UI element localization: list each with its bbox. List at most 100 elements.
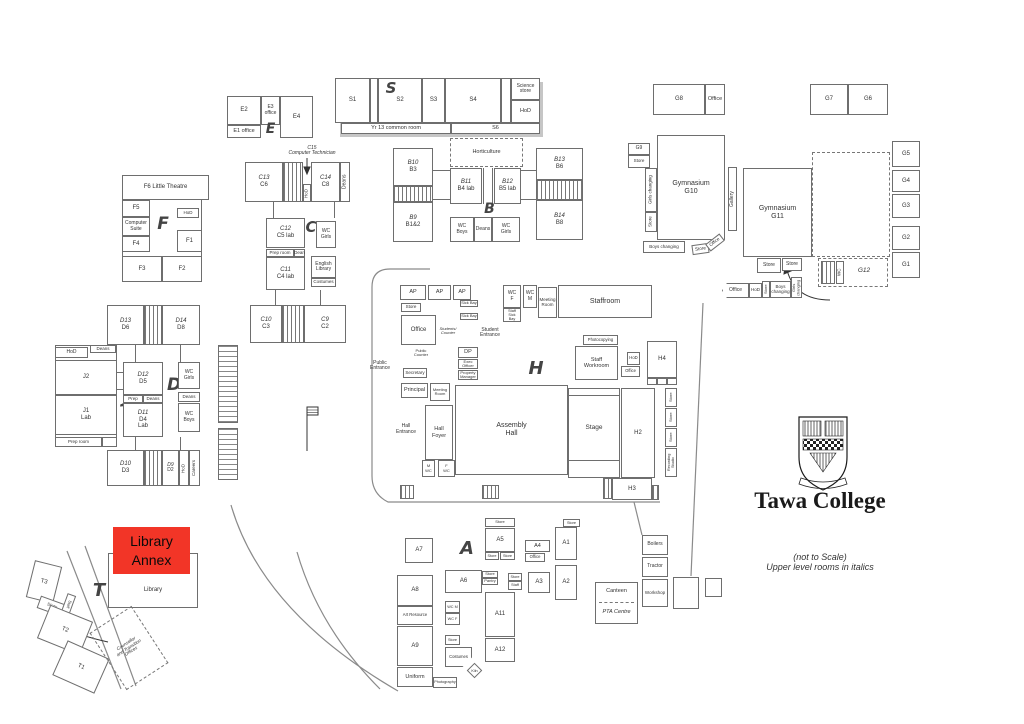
room-e2: E2 xyxy=(227,96,261,125)
library-annex-highlight[interactable]: Library Annex xyxy=(113,527,190,574)
canteen-pta-divider xyxy=(599,602,634,603)
room-c-deans: Deans xyxy=(340,162,350,202)
room-g9-store: Store xyxy=(628,155,650,168)
room-boys-changing-1: Boys changing xyxy=(643,241,685,253)
room-principal: Principal xyxy=(401,383,428,398)
label-hall-entrance: Hall Entrance xyxy=(395,423,416,435)
room-workshop: Workshop xyxy=(642,579,668,607)
c15-arrow xyxy=(303,158,311,176)
room-g8: G8 xyxy=(653,84,705,115)
d-stairs-top xyxy=(144,305,162,345)
walk-hatch-3 xyxy=(603,478,612,499)
room-b-wc-boys: WC Boys xyxy=(450,217,474,242)
room-g4: G4 xyxy=(892,170,920,192)
room-b-wc-girls: WC Girls xyxy=(492,217,520,242)
room-english-library: English Library xyxy=(311,256,336,278)
page-title: Tawa College xyxy=(754,488,886,513)
room-s4: S4 xyxy=(445,78,501,123)
room-a12: A12 xyxy=(485,638,515,662)
room-secretary: Secretary xyxy=(403,368,427,378)
room-j2: J2 xyxy=(55,360,117,395)
block-letter-s: S xyxy=(385,78,397,97)
b-connh-1 xyxy=(433,170,450,200)
room-assembly-hall: Assembly Hall xyxy=(455,385,568,475)
room-f3: F3 xyxy=(122,256,162,282)
room-ap-2: AP xyxy=(428,285,451,300)
room-boys-changing-2: Boys changing xyxy=(770,281,791,298)
g12-stairs xyxy=(821,261,835,284)
room-g7: G7 xyxy=(810,84,848,115)
room-h4: H4 xyxy=(647,341,677,378)
room-girls-changing-2: Girls changing xyxy=(791,277,802,298)
map-legend: Tawa College (not to Scale) Upper level … xyxy=(740,488,900,572)
room-s2: S2 xyxy=(378,78,422,123)
block-letter-e: E xyxy=(265,120,276,137)
room-gymnasium-g10: Gymnasium G10 xyxy=(657,135,725,240)
room-f4: F4 xyxy=(122,236,150,252)
room-g2: G2 xyxy=(892,226,920,250)
road-lines xyxy=(66,268,704,692)
room-a9: A9 xyxy=(397,626,433,666)
school-crest-icon xyxy=(798,416,848,491)
room-a1: A1 xyxy=(555,527,577,560)
room-h3: H3 xyxy=(612,478,652,500)
h4-small-3 xyxy=(667,378,677,385)
room-sick-bay-1: Sick Bay xyxy=(460,300,478,307)
room-property-manager: Property Manager xyxy=(458,370,478,380)
walk-hatch-4 xyxy=(652,485,659,500)
room-a-store: Store xyxy=(445,635,460,645)
room-j-hod: HoD xyxy=(55,347,88,358)
b-conn-mid xyxy=(483,168,493,204)
room-yr13-common: Yr 13 common room xyxy=(341,123,451,134)
room-s3: S3 xyxy=(422,78,445,123)
room-science-store: Science store xyxy=(511,78,540,100)
room-stage: Stage xyxy=(568,395,620,461)
c-stairs-upper xyxy=(283,162,303,202)
room-sick-bay-2: Sick Bay xyxy=(460,313,478,320)
block-letter-d: D xyxy=(166,374,182,395)
label-pta-centre: PTA Centre xyxy=(602,609,631,616)
room-s-hod: HoD xyxy=(511,100,540,123)
room-art-resource: Art Resource xyxy=(397,606,433,625)
room-j1-lab: J1 Lab xyxy=(55,395,117,435)
d-conn-bottom xyxy=(135,437,181,450)
room-admin-store: Store xyxy=(401,303,421,312)
s-corridor-1 xyxy=(370,78,378,123)
room-d-wc-girls: WC Girls xyxy=(178,362,200,389)
c-stairs-lower xyxy=(282,305,304,343)
room-staffroom: Staffroom xyxy=(558,285,652,318)
room-gym-store-v2: Store xyxy=(762,281,770,298)
s-corridor-2 xyxy=(501,78,511,123)
room-d-deans2: Deans xyxy=(178,392,200,402)
room-meeting-room-1: Meeting Room xyxy=(538,287,557,318)
h4-small-2 xyxy=(657,378,667,385)
room-d-prep: Prep xyxy=(123,395,143,403)
scale-note: (not to Scale) xyxy=(793,552,847,562)
room-f-wc: F WC xyxy=(438,460,455,477)
room-a3-staff: Staff xyxy=(508,581,522,590)
block-letter-h: H xyxy=(528,358,544,380)
block-letter-t: T xyxy=(92,580,106,602)
d-stairs-bottom xyxy=(144,450,162,486)
room-a4: A4 xyxy=(525,540,550,552)
room-gym-hod: HoD xyxy=(749,283,762,298)
room-g9: G9 xyxy=(628,143,650,155)
room-store-g11-b: Store xyxy=(782,258,802,271)
shed-2 xyxy=(705,578,722,597)
room-f5: F5 xyxy=(122,200,150,217)
room-a5-store-b: Store xyxy=(500,552,515,560)
room-d-hod: HoD xyxy=(179,450,189,486)
room-a3-store: Store xyxy=(508,573,522,581)
room-h-store-1: Store xyxy=(665,388,677,407)
room-a4-office: Office xyxy=(525,553,545,562)
room-meeting-room-2: Meeting Room xyxy=(430,383,450,401)
room-e3-office: E3 office xyxy=(261,96,280,125)
label-students-counter: Students/ Counter xyxy=(439,325,457,335)
room-a7: A7 xyxy=(405,538,433,563)
